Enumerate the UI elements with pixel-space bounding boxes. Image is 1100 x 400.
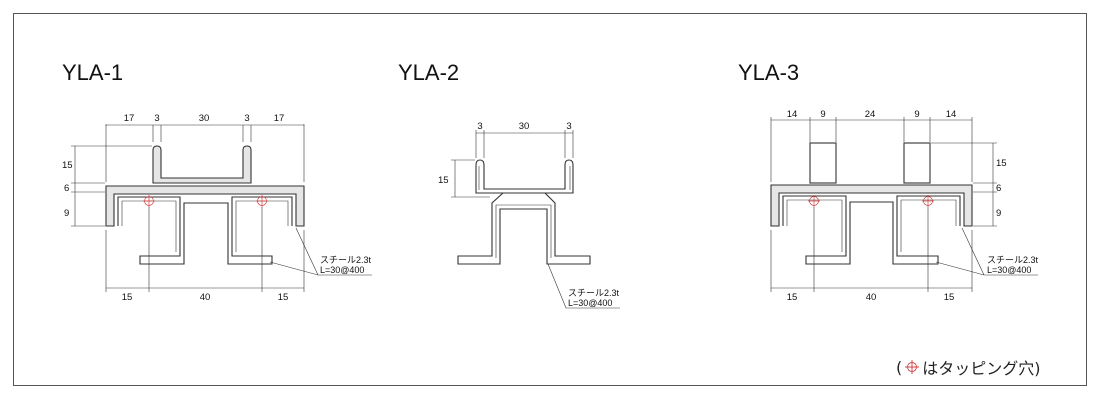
post-right [903,142,931,184]
dim-label: 3 [477,121,482,132]
dim-label: 15 [122,292,133,303]
tapping-hole-icon [143,195,155,207]
post-left [809,142,837,184]
legend: ( はタッピング穴) [896,355,1041,379]
lower-channel-outline [782,195,961,265]
dim-label: 15 [996,158,1007,169]
panel-title: YLA-3 [738,60,799,85]
clip-outline [475,159,574,194]
dim-label: 40 [200,292,211,303]
dim-label: 9 [914,109,919,120]
dim-label: 14 [946,109,957,120]
panel-title: YLA-2 [398,60,459,85]
dim-label: 9 [820,109,825,120]
dim-label: 3 [566,121,571,132]
drawing-frame [13,13,1087,386]
panel-title: YLA-1 [62,60,123,85]
dim-label: 3 [154,113,159,124]
panel-yla-3: YLA-3 14 9 24 9 [738,60,1039,303]
dim-label: 6 [64,183,69,194]
lower-channel-outline [457,192,591,265]
panel-yla-2: YLA-2 3 30 3 15 スチール2.3t L=30@400 [398,60,620,309]
tapping-hole-icon [922,195,934,207]
material-note: スチール2.3t [568,288,620,298]
length-note: L=30@400 [987,265,1031,275]
legend-open-paren: ( [896,357,903,377]
dim-label: 14 [787,109,798,120]
dim-label: 15 [787,292,798,303]
main-plate-outline [105,185,305,227]
dim-label: 15 [438,175,449,186]
dim-label: 9 [64,208,69,219]
dim-label: 3 [244,113,249,124]
lower-channel-outline [117,196,293,265]
dim-label: 24 [865,109,876,120]
dim-label: 30 [519,121,530,132]
top-clip-outline [152,145,252,184]
dim-label: 17 [274,113,285,124]
legend-text: はタッピング穴) [922,359,1041,378]
tapping-hole-icon [256,195,268,207]
tapping-hole-icon [808,195,820,207]
material-note: スチール2.3t [987,255,1039,265]
length-note: L=30@400 [320,265,364,275]
material-note: スチール2.3t [320,255,372,265]
dim-label: 17 [124,113,135,124]
tapping-hole-icon [905,360,920,374]
panel-yla-1: YLA-1 17 3 30 3 17 [62,60,372,303]
dim-label: 40 [866,292,877,303]
dim-label: 15 [944,292,955,303]
length-note: L=30@400 [568,298,612,308]
dim-label: 6 [996,183,1001,194]
dim-label: 15 [62,160,73,171]
dim-label: 15 [278,292,289,303]
main-plate-outline [770,184,973,227]
dim-label: 30 [199,113,210,124]
dim-label: 9 [996,208,1001,219]
